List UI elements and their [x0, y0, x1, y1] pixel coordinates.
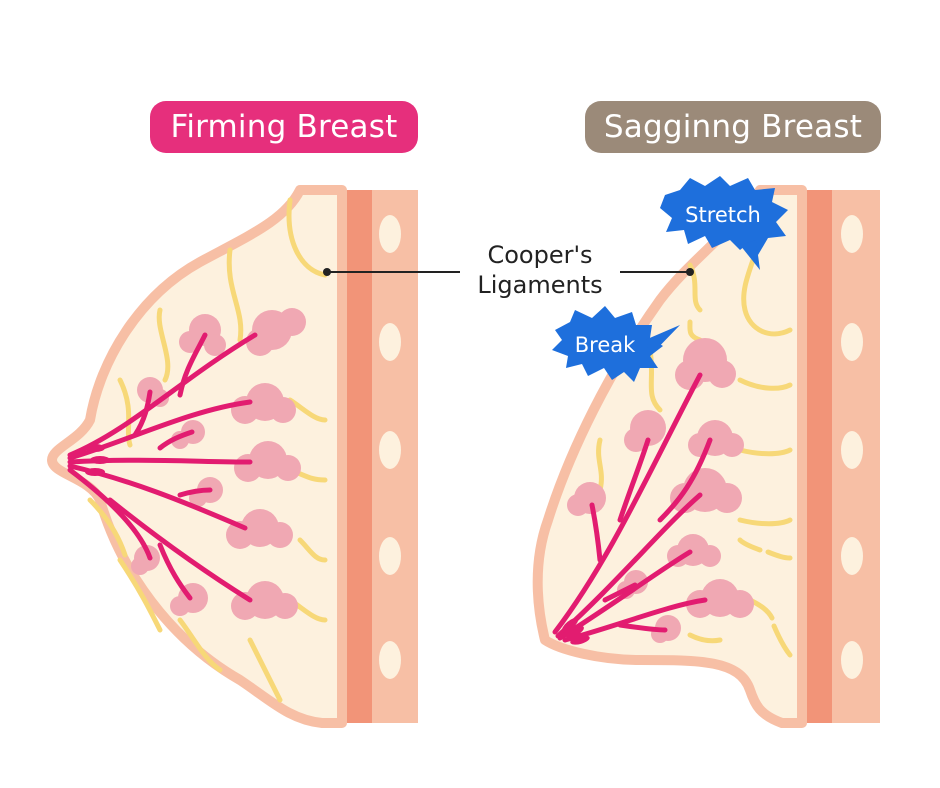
sagging-nipple-duct-ends [561, 617, 590, 645]
firming-lobules [131, 308, 306, 620]
firming-ribs [379, 215, 401, 679]
break-label: Break [574, 333, 636, 357]
break-burst [552, 306, 680, 382]
firming-breast-illustration [47, 185, 418, 728]
sagging-breast-title: Sagginng Breast [585, 101, 881, 153]
coopers-ligaments-label-line2: Ligaments [477, 271, 603, 299]
sagging-ribs [841, 215, 863, 679]
firming-coopers-ligaments [87, 197, 328, 703]
coopers-ligaments-label-line1: Cooper's [487, 241, 593, 269]
coopers-ligaments-callout-lines [323, 268, 694, 276]
stretch-burst [660, 176, 788, 270]
stretch-label: Stretch [685, 203, 761, 227]
sagging-milk-ducts [552, 372, 713, 643]
firming-breast-title: Firming Breast [150, 101, 418, 153]
sagging-breast-illustration [532, 185, 880, 728]
firming-nipple-duct-ends [85, 444, 110, 476]
